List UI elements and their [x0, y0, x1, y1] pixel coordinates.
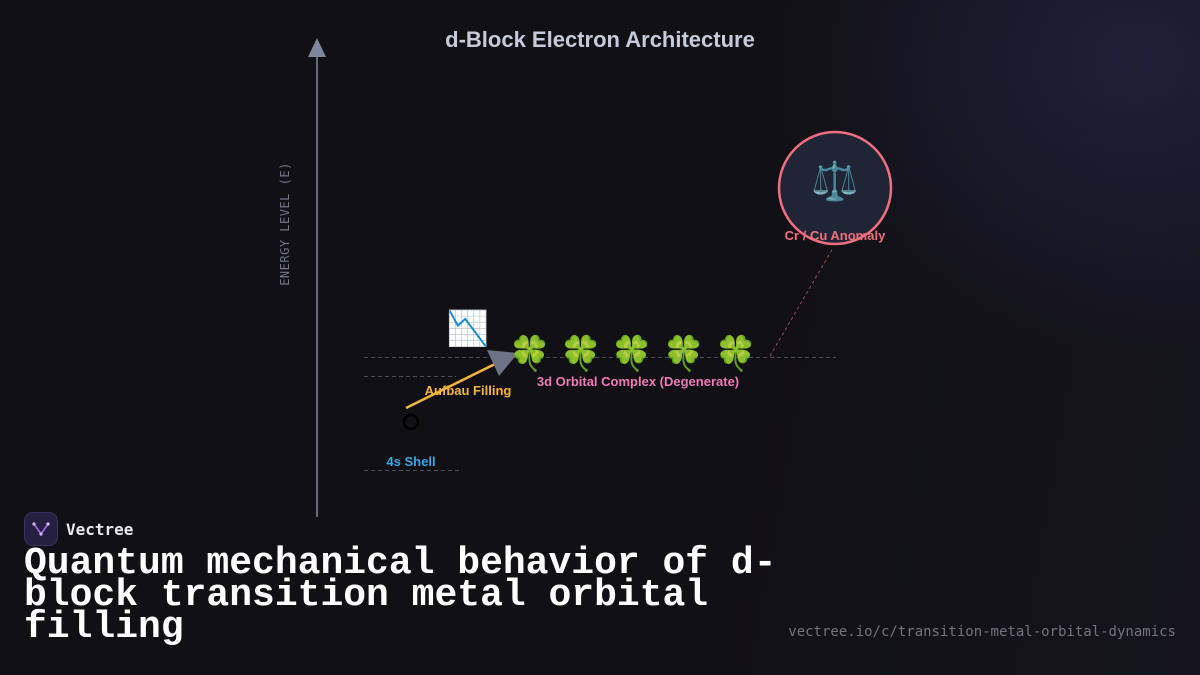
- diagram-title: d-Block Electron Architecture: [445, 27, 755, 52]
- energy-axis-label: ENERGY LEVEL (E): [278, 162, 292, 286]
- page-headline: Quantum mechanical behavior of d-block t…: [24, 542, 777, 649]
- balance-scale-icon: ⚖️: [811, 159, 858, 203]
- clover-icon: 🍀: [611, 334, 653, 374]
- anomaly-node: [777, 130, 893, 246]
- anomaly-connector-line: [769, 247, 834, 357]
- s-shell-label: 4s Shell: [386, 454, 435, 469]
- energy-axis-arrowhead: [308, 38, 326, 57]
- brand: Vectree: [24, 512, 133, 546]
- white-circle-icon: ⚪: [396, 403, 426, 444]
- anomaly-label: Cr / Cu Anomaly: [785, 228, 886, 243]
- brand-logo-icon: [24, 512, 58, 546]
- source-url[interactable]: vectree.io/c/transition-metal-orbital-dy…: [788, 624, 1176, 640]
- chart-down-icon: 📉: [447, 309, 489, 349]
- aufbau-arrow-line: [405, 362, 496, 410]
- d-orbitals-label: 3d Orbital Complex (Degenerate): [537, 374, 739, 389]
- brand-name: Vectree: [66, 519, 134, 539]
- clover-icon: 🍀: [715, 334, 757, 374]
- aufbau-label: Aufbau Filling: [425, 383, 512, 398]
- clover-icon: 🍀: [560, 334, 602, 374]
- aufbau-arrowhead: [487, 350, 518, 376]
- clover-icon: 🍀: [663, 334, 705, 374]
- clover-icon: 🍀: [509, 334, 551, 374]
